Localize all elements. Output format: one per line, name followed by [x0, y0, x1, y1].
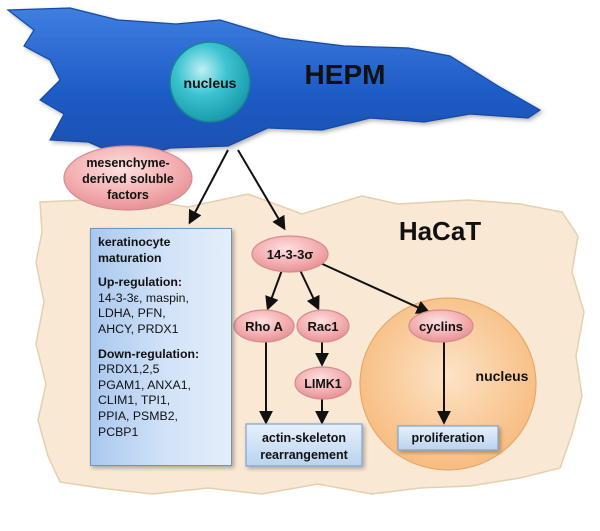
up-regulation-line: 14-3-3ε, maspin,: [98, 290, 189, 305]
cyclins-label: cyclins: [419, 319, 463, 334]
up-regulation-line: AHCY, PRDX1: [98, 321, 179, 336]
arrow-sigma-to-rhoa: [265, 269, 283, 311]
hepm-cell: [6, 7, 542, 161]
hepm-title: HEPM: [305, 59, 386, 90]
limk1-node: [294, 366, 352, 400]
up-regulation-line: LDHA, PFN,: [98, 306, 166, 321]
factors-label-1: mesenchyme-: [86, 156, 169, 170]
actin-box: [245, 423, 363, 467]
rhoa-label: Rho A: [245, 319, 283, 334]
hacat-title: HaCaT: [399, 216, 481, 246]
down-regulation-line: CLIM1, TPI1,: [98, 393, 171, 408]
rac1-label: Rac1: [307, 319, 338, 334]
down-regulation-line: PCBP1: [98, 424, 139, 439]
factors-node: [63, 145, 193, 211]
arrow-hepm-to-sigma: [237, 149, 286, 231]
proliferation-box: [397, 425, 499, 451]
keratinocyte-panel: keratinocyte maturation Up-regulation: 1…: [90, 228, 232, 466]
down-regulation-line: PGAM1, ANXA1,: [98, 377, 191, 392]
sigma-label: 14-3-3σ: [267, 247, 314, 262]
down-regulation-title: Down-regulation:: [98, 346, 200, 361]
sigma-node: [251, 235, 329, 273]
panel-title-1: keratinocyte: [98, 235, 171, 249]
hepm-nucleus: [169, 41, 251, 123]
hacat-nucleus-label: nucleus: [476, 368, 529, 384]
actin-label-2: rearrangement: [260, 448, 348, 462]
down-regulation-line: PRDX1,2,5: [98, 362, 160, 377]
down-regulation-line: PPIA, PSMB2,: [98, 408, 178, 423]
proliferation-label: proliferation: [412, 431, 485, 445]
actin-label-1: actin-skeleton: [262, 431, 346, 445]
factors-label-2: derived soluble: [82, 172, 174, 186]
arrow-hepm-to-panel: [188, 149, 229, 225]
panel-title-2: maturation: [98, 250, 162, 265]
rhoa-node: [233, 309, 295, 343]
rac1-node: [296, 309, 350, 343]
arrow-sigma-to-rac1: [299, 269, 320, 311]
arrow-sigma-to-cyclins: [317, 261, 431, 314]
factors-label-3: factors: [107, 188, 149, 202]
up-regulation-title: Up-regulation:: [98, 275, 183, 290]
limk1-label: LIMK1: [304, 377, 342, 391]
cyclins-node: [408, 309, 474, 343]
hepm-nucleus-label: nucleus: [184, 75, 237, 91]
